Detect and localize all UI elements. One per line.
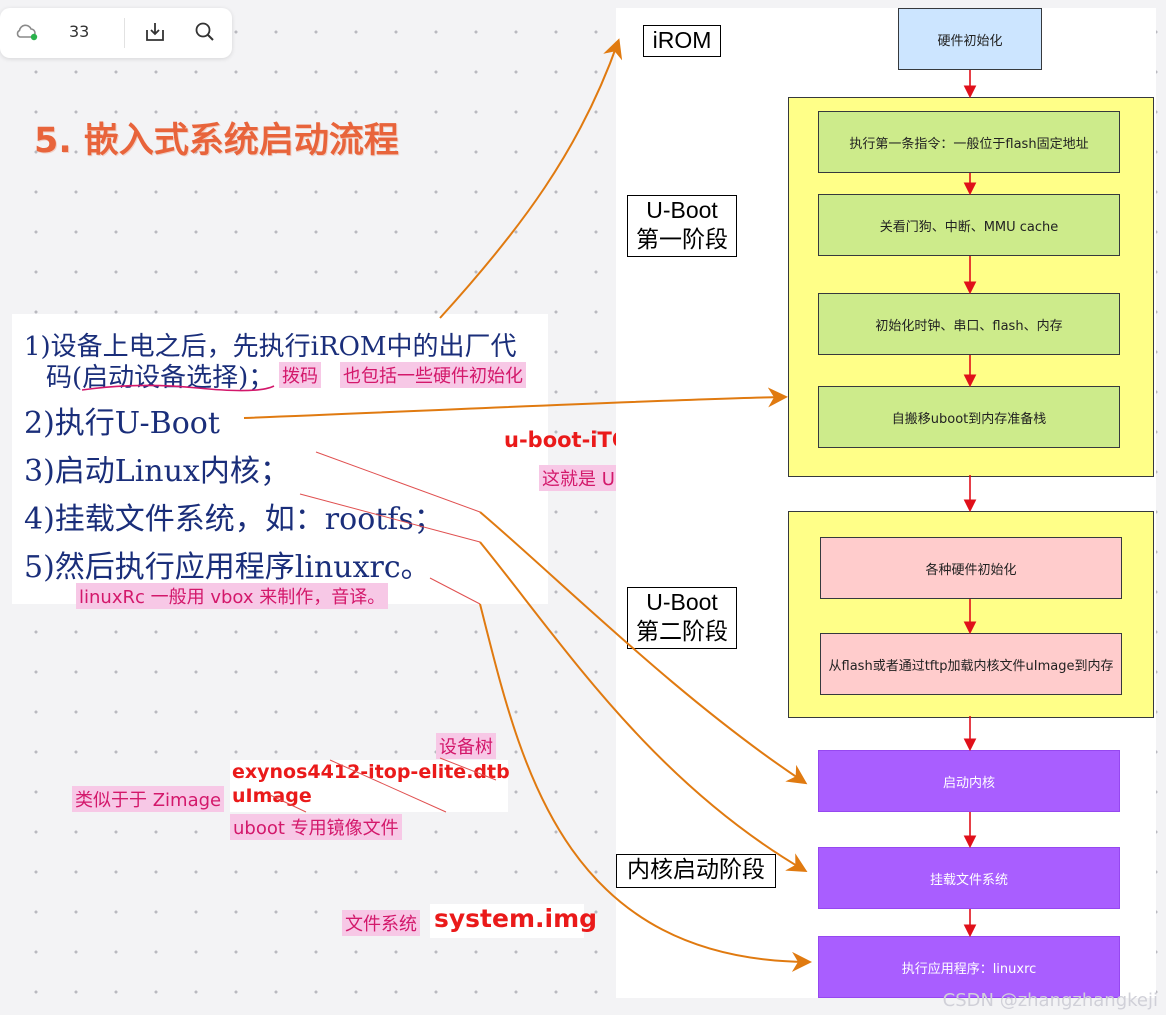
pointer-line	[269, 794, 307, 813]
node-hw-init-2: 各种硬件初始化	[820, 537, 1122, 599]
node-boot-kernel: 启动内核	[818, 750, 1120, 812]
page-title: 5. 嵌入式系统启动流程	[34, 121, 399, 161]
node-hw-init: 硬件初始化	[898, 8, 1042, 70]
node-first-instruction-label: 执行第一条指令：一般位于flash固定地址	[849, 136, 1089, 152]
pointer-line	[329, 759, 447, 813]
tag-hw-init: 也包括一些硬件初始化	[340, 362, 526, 388]
stage-kernel: 内核启动阶段	[616, 854, 776, 888]
toolbar: 33	[0, 8, 232, 58]
node-load-kernel: 从flash或者通过tftp加载内核文件uImage到内存	[820, 633, 1122, 695]
node-first-instruction: 执行第一条指令：一般位于flash固定地址	[818, 111, 1120, 173]
node-relocate-uboot-label: 自搬移uboot到内存准备栈	[891, 411, 1047, 427]
node-load-kernel-label: 从flash或者通过tftp加载内核文件uImage到内存	[828, 658, 1114, 674]
tag-linuxrc: linuxRc 一般用 vbox 来制作，音译。	[76, 583, 389, 609]
node-init-clock-label: 初始化时钟、串口、flash、内存	[875, 318, 1063, 334]
tag-uboot-image-file: uboot 专用镜像文件	[230, 814, 402, 840]
stage-uboot1: U-Boot 第一阶段	[627, 195, 737, 257]
pointer-line	[439, 757, 497, 781]
node-run-app: 执行应用程序：linuxrc	[818, 936, 1120, 998]
stage-uboot1-line1: U-Boot	[646, 197, 718, 223]
download-icon[interactable]	[144, 21, 166, 47]
connector-step5-app	[479, 603, 812, 972]
tag-zimage: 类似于于 Zimage	[72, 786, 225, 812]
tag-filesystem: 文件系统	[342, 910, 420, 936]
node-mount-fs: 挂载文件系统	[818, 847, 1120, 909]
node-hw-init-label: 硬件初始化	[937, 33, 1003, 49]
node-mount-fs-label: 挂载文件系统	[929, 872, 1008, 888]
stage-uboot2: U-Boot 第二阶段	[627, 587, 737, 649]
node-disable-watchdog-label: 关看门狗、中断、MMU cache	[879, 219, 1059, 235]
stage-irom-label: iROM	[652, 27, 712, 53]
step1-line1: 1)设备上电之后，先执行iROM中的出厂代	[24, 332, 517, 362]
node-disable-watchdog: 关看门狗、中断、MMU cache	[818, 194, 1120, 256]
item-count: 33	[69, 22, 90, 41]
step4-text: 4)挂载文件系统，如：rootfs；	[24, 502, 444, 537]
watermark: CSDN @zhangzhangkeji	[942, 990, 1158, 1011]
fs-panel	[430, 904, 584, 938]
stage-uboot2-line1: U-Boot	[646, 589, 718, 615]
step1-line2: 码(启动设备选择)；	[46, 363, 275, 393]
node-relocate-uboot: 自搬移uboot到内存准备栈	[818, 386, 1120, 448]
pointer-line	[429, 577, 481, 605]
node-hw-init-2-label: 各种硬件初始化	[925, 562, 1017, 578]
node-boot-kernel-label: 启动内核	[942, 775, 995, 791]
tag-dip-switch: 拨码	[279, 362, 321, 388]
underline-scribble	[81, 384, 275, 392]
stage-uboot1-line2: 第一阶段	[636, 226, 728, 252]
stage-irom: iROM	[643, 25, 721, 57]
system-img-file: system.img	[434, 904, 598, 933]
toolbar-divider	[124, 18, 125, 48]
pointer-line	[315, 451, 481, 513]
cloud-sync-icon[interactable]	[14, 21, 40, 47]
pointer-line	[299, 493, 481, 543]
dtb-file: exynos4412-itop-elite.dtb	[232, 761, 510, 783]
search-icon[interactable]	[194, 21, 216, 47]
files-panel	[230, 760, 508, 812]
stage-kernel-label: 内核启动阶段	[627, 856, 765, 882]
connector-step2-uboot	[243, 387, 788, 419]
stage-uboot2-line2: 第二阶段	[636, 618, 728, 644]
connector-step1-irom	[439, 38, 623, 319]
connector-step4-fs	[479, 541, 808, 873]
step2-text: 2)执行U-Boot	[24, 406, 220, 441]
node-init-clock: 初始化时钟、串口、flash、内存	[818, 293, 1120, 355]
connector-step3-kernel	[479, 511, 808, 785]
node-run-app-label: 执行应用程序：linuxrc	[901, 961, 1037, 977]
step5-text: 5)然后执行应用程序linuxrc。	[24, 550, 431, 585]
step3-text: 3)启动Linux内核；	[24, 454, 290, 489]
tag-device-tree: 设备树	[436, 733, 496, 759]
